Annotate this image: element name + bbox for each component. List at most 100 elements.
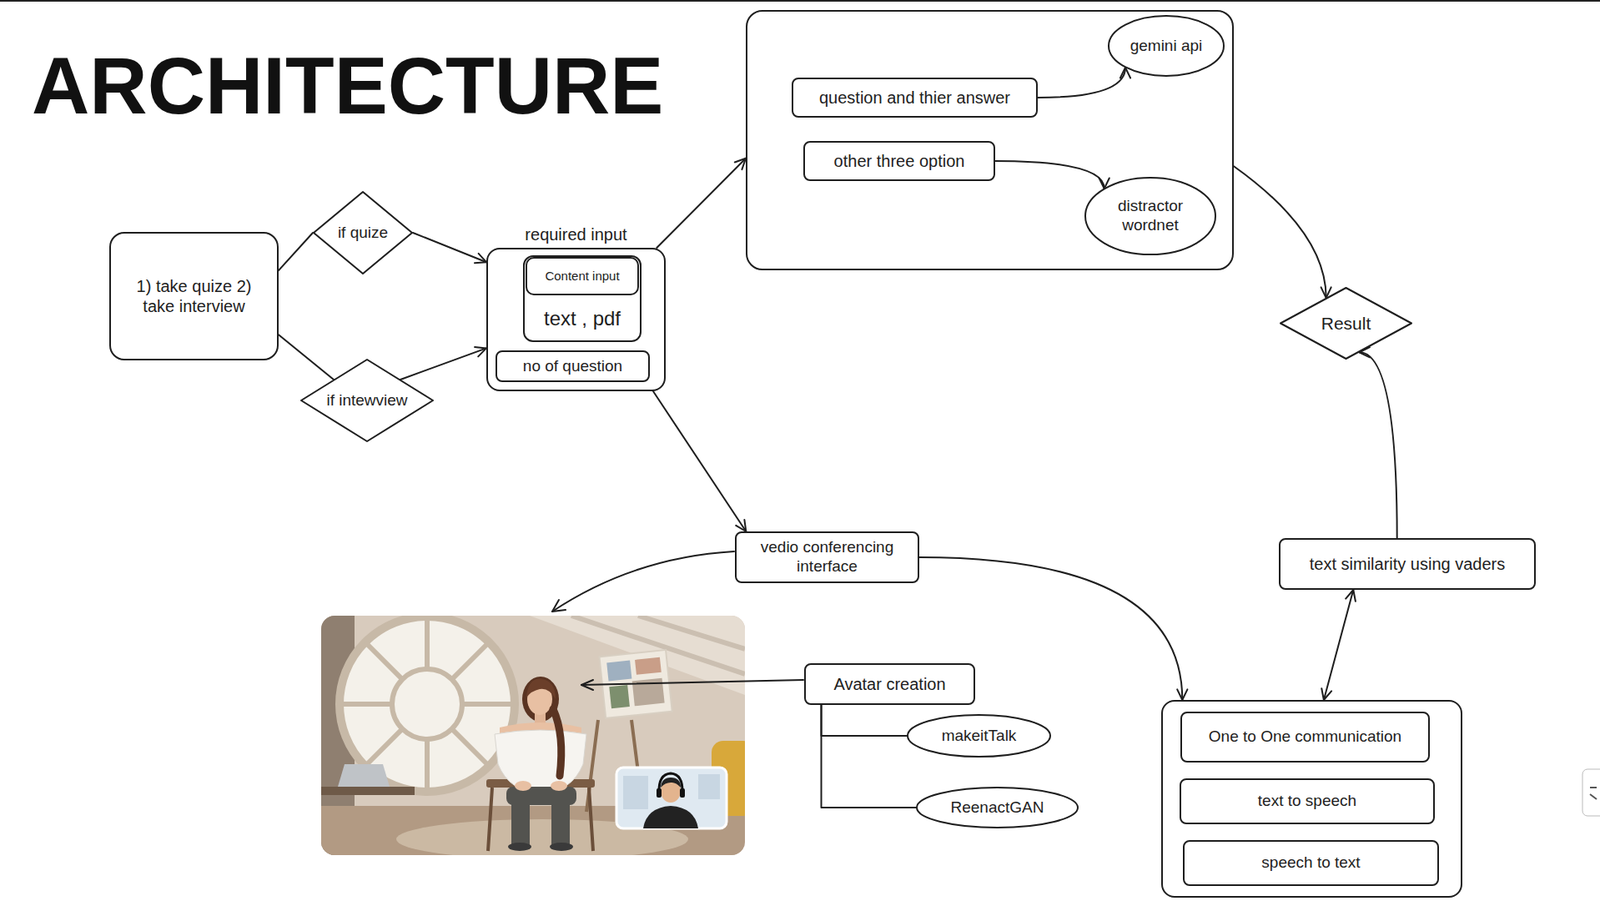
node-label: One to One communication: [1208, 727, 1402, 747]
node-label: if intewview: [326, 391, 408, 411]
interview-illustration-part-part: [643, 805, 699, 829]
node-label: Content input: [544, 268, 619, 284]
process-box: Content input: [525, 256, 639, 296]
pointer-arrow-part: [581, 679, 594, 690]
node-label: speech to text: [1261, 853, 1360, 873]
interview-illustration-part-part: [553, 709, 562, 776]
interview-illustration-part-part-part: [608, 684, 630, 709]
ellipse-node: makeitTalk: [906, 714, 1052, 758]
connector: [821, 704, 917, 808]
interview-illustration-part-part: [679, 788, 685, 798]
interview-illustration-part-part: [660, 777, 681, 788]
process-box: text similarity using vaders: [1278, 538, 1536, 590]
interview-illustration-part-part: [623, 775, 649, 810]
connector-line: [400, 347, 487, 380]
connector: [919, 557, 1188, 700]
pointer-arrow-part: [552, 599, 566, 612]
outline-shape: [1085, 177, 1216, 255]
node-label: gemini api: [1130, 36, 1203, 56]
edge-tab-part: [1582, 769, 1600, 816]
diagram-title: ARCHITECTURE: [31, 41, 664, 131]
node-heading: required input: [524, 224, 627, 245]
node-label: text similarity using vaders: [1309, 553, 1506, 574]
group-box: One to One communication text to speech sp…: [1161, 699, 1463, 898]
interview-illustration-part-part: [321, 615, 745, 856]
node-label: if quize: [337, 223, 388, 243]
ellipse-node: ReenactGAN: [915, 786, 1079, 829]
interview-illustration-part-part: [392, 669, 463, 740]
connector-line: [1037, 67, 1126, 98]
group-box: required inputtext , pdfContent inputno …: [486, 247, 666, 392]
connector-line: [278, 232, 313, 271]
outline-shape: [313, 191, 413, 274]
connector: [400, 347, 487, 380]
arrow-head: [1321, 589, 1356, 700]
interview-illustration-part-part: [337, 764, 390, 787]
decision-diamond: if quize: [312, 191, 413, 275]
arrow-head: [735, 519, 746, 532]
edge-tab: [1582, 769, 1600, 816]
ellipse-node: gemini api: [1107, 15, 1225, 77]
process-box: One to One communication: [1180, 711, 1430, 763]
interview-illustration-part-part: [488, 787, 594, 851]
pointer-arrow: [552, 551, 804, 690]
node-label: text to speech: [1257, 791, 1357, 811]
edge-tab-part: [1589, 787, 1597, 800]
connector: [278, 334, 334, 380]
interview-illustration-part-part: [494, 729, 587, 793]
interview-illustration-part-part-part: [634, 657, 662, 675]
connector: [1037, 67, 1131, 98]
interview-illustration-part-part: [526, 679, 556, 700]
decision-diamond: if intewview: [300, 358, 434, 443]
connector-line: [1358, 352, 1397, 539]
interview-illustration-part: [321, 615, 745, 856]
interview-illustration-part-part: [508, 842, 532, 851]
interview-illustration-part-part: [551, 799, 570, 846]
process-box: Avatar creation: [804, 663, 976, 705]
connector-line: [1323, 589, 1354, 700]
outline-shape: [1108, 15, 1224, 76]
node-label: distractor wordnet: [1116, 196, 1185, 236]
pointer-arrow-part: [581, 679, 804, 685]
connector: [656, 158, 746, 248]
connector: [995, 161, 1110, 189]
interview-illustration-part-part: [321, 786, 415, 795]
interview-illustration-part-part: [616, 767, 727, 829]
arrow-head: [474, 253, 487, 263]
node-label: ReenactGAN: [950, 798, 1045, 818]
interview-illustration-part-part-part: [632, 678, 665, 707]
connector: [1321, 589, 1356, 700]
connector-line: [656, 158, 746, 248]
node-label: no of question: [523, 357, 623, 377]
connector-line: [919, 557, 1183, 700]
interview-illustration-part-part: [550, 780, 568, 791]
connector-line: [821, 704, 917, 808]
interview-illustration-part-part: [511, 799, 530, 846]
interview-illustration: [321, 615, 755, 860]
interview-illustration-part-part: [659, 773, 683, 794]
outline-shape: [1280, 287, 1412, 359]
connector-line: [278, 334, 334, 380]
connector: [653, 391, 746, 532]
group-box: question and thier answer gemini api other…: [745, 10, 1234, 271]
connector-line: [653, 391, 746, 532]
pointer-arrow-part: [552, 551, 735, 612]
process-box: question and thier answer: [791, 77, 1038, 118]
connector: [821, 704, 908, 736]
process-box: vedio conferencing interface: [734, 531, 920, 584]
node-label: makeitTalk: [941, 726, 1017, 746]
node-label: Result: [1321, 312, 1372, 334]
connector-line: [412, 232, 487, 262]
connector: [1358, 347, 1397, 539]
connector-line: [995, 161, 1105, 189]
top-rule: [0, 0, 1600, 2]
connector-line: [821, 704, 908, 736]
interview-illustration-part-part: [571, 615, 745, 675]
arrow-head: [734, 158, 746, 170]
connector: [412, 232, 487, 263]
process-box: other three option: [803, 140, 996, 182]
node-label: other three option: [834, 150, 966, 172]
ellipse-node: distractor wordnet: [1084, 176, 1217, 256]
